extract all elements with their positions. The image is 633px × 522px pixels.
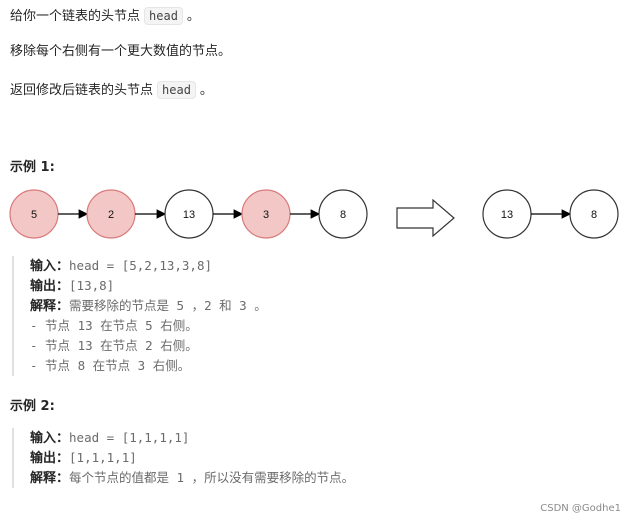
- example-2-title: 示例 2:: [10, 399, 55, 414]
- node-circle: [318, 189, 368, 239]
- detail-line: - 节点 13 在节点 5 右侧。: [30, 318, 198, 333]
- transform-arrow-icon: [396, 198, 455, 238]
- intro-line-3-text: 返回修改后链表的头节点: [10, 83, 154, 98]
- linked-list-diagram: 5 2 13 3 8 13 8: [9, 189, 619, 239]
- example-1-code-block: 输入：head = [5,2,13,3,8] 输出：[13,8] 解释：需要移除…: [12, 256, 267, 376]
- node-label: 5: [31, 209, 37, 221]
- example-2-code-block: 输入：head = [1,1,1,1] 输出：[1,1,1,1] 解释：每个节点…: [12, 428, 354, 488]
- intro-line-1-text: 给你一个链表的头节点: [10, 9, 141, 24]
- input-value: head = [1,1,1,1]: [69, 430, 190, 445]
- head-code: head: [157, 81, 196, 99]
- explain-value: 每个节点的值都是 1 ，所以没有需要移除的节点。: [69, 470, 355, 485]
- output-value: [13,8]: [69, 278, 115, 293]
- node-label: 13: [501, 209, 513, 221]
- node-label: 8: [340, 209, 346, 221]
- input-node: 13: [164, 189, 214, 239]
- input-label: 输入：: [30, 431, 70, 446]
- detail-line: - 节点 13 在节点 2 右侧。: [30, 338, 198, 353]
- input-node: 2: [86, 189, 136, 239]
- example-1-title: 示例 1:: [10, 160, 55, 175]
- example-1-explanation: 解释：需要移除的节点是 5 ，2 和 3 。: [30, 296, 267, 316]
- example-2-explanation: 解释：每个节点的值都是 1 ，所以没有需要移除的节点。: [30, 468, 354, 488]
- node-label: 13: [183, 209, 195, 221]
- example-2-input: 输入：head = [1,1,1,1]: [30, 428, 354, 448]
- node-label: 2: [108, 209, 114, 221]
- input-label: 输入：: [30, 259, 70, 274]
- node-circle: [569, 189, 619, 239]
- input-node: 8: [318, 189, 368, 239]
- head-code: head: [144, 7, 183, 25]
- explain-label: 解释：: [30, 299, 70, 314]
- detail-line: - 节点 8 在节点 3 右侧。: [30, 358, 191, 373]
- intro-line-3-end: 。: [199, 83, 213, 98]
- watermark: CSDN @Godhe1: [540, 503, 621, 514]
- intro-line-1-end: 。: [186, 9, 200, 24]
- input-value: head = [5,2,13,3,8]: [69, 258, 213, 273]
- output-value: [1,1,1,1]: [69, 450, 137, 465]
- output-node: 8: [569, 189, 619, 239]
- example-1-input: 输入：head = [5,2,13,3,8]: [30, 256, 267, 276]
- input-node: 5: [9, 189, 59, 239]
- example-1-output: 输出：[13,8]: [30, 276, 267, 296]
- example-2-output: 输出：[1,1,1,1]: [30, 448, 354, 468]
- node-label: 8: [591, 209, 597, 221]
- intro-line-2: 移除每个右侧有一个更大数值的节点。: [10, 44, 232, 59]
- output-label: 输出：: [30, 279, 70, 294]
- input-node: 3: [241, 189, 291, 239]
- output-node: 13: [482, 189, 532, 239]
- explain-value: 需要移除的节点是 5 ，2 和 3 。: [69, 298, 267, 313]
- node-label: 3: [263, 209, 269, 221]
- explain-label: 解释：: [30, 471, 70, 486]
- output-label: 输出：: [30, 451, 70, 466]
